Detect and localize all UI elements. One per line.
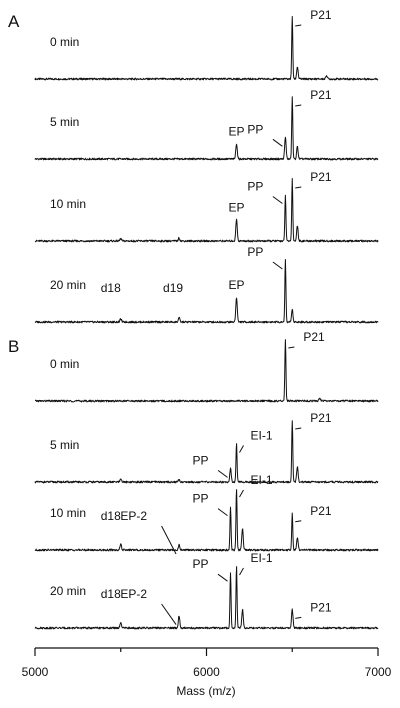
- peak-leader-line: [272, 261, 283, 270]
- peak-label: EP-2: [120, 509, 147, 523]
- peak-leader-line: [239, 445, 244, 453]
- time-label: 10 min: [50, 506, 86, 520]
- peak-label: EP: [229, 200, 245, 214]
- spectrum-line: [34, 258, 379, 324]
- peak-label: EI-1: [251, 551, 273, 565]
- peak-leader-line: [272, 196, 283, 204]
- spectrum-line: [34, 96, 379, 161]
- peak-leader-line: [295, 24, 302, 27]
- spectrum-line: [34, 566, 379, 630]
- peak-label: d19: [163, 281, 183, 295]
- peak-label: P21: [303, 330, 325, 344]
- peak-leader-line: [217, 508, 228, 517]
- peak-leader-line: [239, 489, 244, 498]
- spectrum-line: [34, 489, 379, 552]
- time-label: 0 min: [50, 35, 79, 49]
- peak-label: d18: [101, 509, 121, 523]
- peak-label: PP: [192, 492, 208, 506]
- peak-leader-line: [295, 616, 302, 619]
- peak-leader-line: [217, 573, 228, 582]
- spectrum-line: [34, 420, 379, 484]
- peak-label: PP: [247, 245, 263, 259]
- time-label: 20 min: [50, 278, 86, 292]
- x-tick-label: 6000: [193, 665, 220, 679]
- peak-leader-line: [295, 186, 302, 189]
- peak-leader-line: [239, 567, 244, 576]
- panel-letter: A: [8, 12, 20, 31]
- peak-label: P21: [310, 88, 332, 102]
- spectrum-trace: 0 min P21: [34, 8, 379, 81]
- peak-label: PP: [247, 180, 263, 194]
- spectrum-line: [34, 178, 379, 243]
- time-label: 20 min: [50, 584, 86, 598]
- peak-leader-line: [161, 603, 177, 625]
- peak-label: P21: [310, 8, 332, 22]
- peak-label: P21: [310, 411, 332, 425]
- peak-label: P21: [310, 600, 332, 614]
- x-tick-label: 7000: [365, 665, 392, 679]
- peak-leader-line: [161, 525, 177, 555]
- peak-label: PP: [192, 453, 208, 467]
- peak-leader-line: [217, 469, 228, 478]
- peak-leader-line: [288, 346, 295, 349]
- peak-leader-line: [295, 104, 302, 107]
- peak-leader-line: [295, 427, 302, 430]
- peak-label: EP: [229, 125, 245, 139]
- peak-label: P21: [310, 504, 332, 518]
- peak-label: EP: [229, 278, 245, 292]
- peak-label: PP: [192, 557, 208, 571]
- x-axis: Mass (m/z) 5000 6000 7000: [22, 647, 392, 698]
- peak-label: d18: [101, 281, 121, 295]
- spectrum-trace: 20 min d18 d19 EP PP: [34, 245, 379, 324]
- time-label: 5 min: [50, 115, 79, 129]
- peak-label: d18: [101, 587, 121, 601]
- x-axis-title: Mass (m/z): [176, 684, 235, 698]
- peak-label: EP-2: [120, 587, 147, 601]
- panel-letter: B: [8, 337, 19, 356]
- time-label: 5 min: [50, 438, 79, 452]
- peak-label: EI-1: [251, 429, 273, 443]
- peak-label: PP: [247, 122, 263, 136]
- spectrum-line: [34, 15, 379, 81]
- time-label: 10 min: [50, 197, 86, 211]
- peak-label: EI-1: [251, 473, 273, 487]
- peak-label: P21: [310, 170, 332, 184]
- x-tick-label: 5000: [22, 665, 49, 679]
- spectrum-line: [34, 339, 379, 403]
- peak-leader-line: [272, 138, 283, 147]
- spectrum-trace: 0 min P21: [34, 330, 379, 403]
- time-label: 0 min: [50, 357, 79, 371]
- peak-leader-line: [295, 520, 302, 523]
